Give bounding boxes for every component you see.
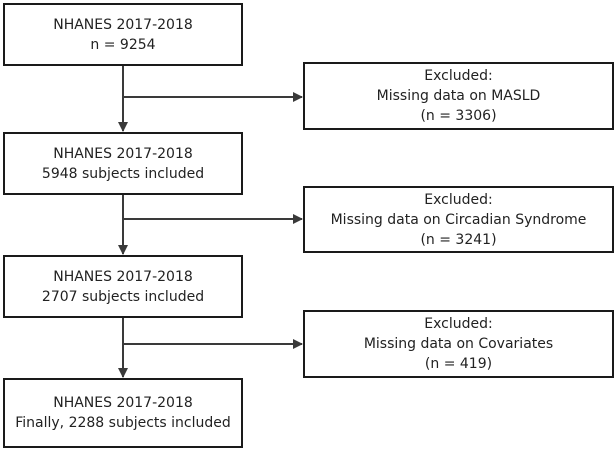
cohort-box-initial: NHANES 2017-2018 n = 9254 (3, 3, 243, 66)
exclusion-count: (n = 3241) (420, 231, 497, 248)
cohort-box-detail: 5948 subjects included (41, 165, 205, 182)
cohort-box-detail: n = 9254 (90, 36, 156, 53)
cohort-box-title: NHANES 2017-2018 (53, 16, 193, 33)
cohort-box-detail: Finally, 2288 subjects included (15, 415, 231, 431)
exclusion-heading: Excluded: (424, 68, 493, 84)
cohort-box-title: NHANES 2017-2018 (53, 268, 193, 285)
exclusion-heading: Excluded: (424, 191, 493, 208)
cohort-box-title: NHANES 2017-2018 (53, 145, 193, 162)
cohort-box-detail: 2707 subjects included (41, 288, 205, 305)
exclusion-reason: Missing data on Circadian Syndrome (330, 211, 587, 228)
exclusion-box-masld: Excluded: Missing data on MASLD (n = 330… (303, 62, 614, 130)
exclusion-reason: Missing data on Covariates (363, 336, 554, 352)
exclusion-box-circadian: Excluded: Missing data on Circadian Synd… (303, 186, 614, 253)
exclusion-count: (n = 3306) (420, 108, 497, 124)
exclusion-reason: Missing data on MASLD (376, 88, 541, 104)
exclusion-box-covariates: Excluded: Missing data on Covariates (n … (303, 310, 614, 378)
cohort-box-step-3: NHANES 2017-2018 2707 subjects included (3, 255, 243, 318)
exclusion-count: (n = 419) (424, 356, 493, 372)
exclusion-heading: Excluded: (424, 316, 493, 332)
cohort-box-title: NHANES 2017-2018 (53, 395, 193, 411)
cohort-box-final: NHANES 2017-2018 Finally, 2288 subjects … (3, 378, 243, 448)
cohort-box-step-2: NHANES 2017-2018 5948 subjects included (3, 132, 243, 195)
